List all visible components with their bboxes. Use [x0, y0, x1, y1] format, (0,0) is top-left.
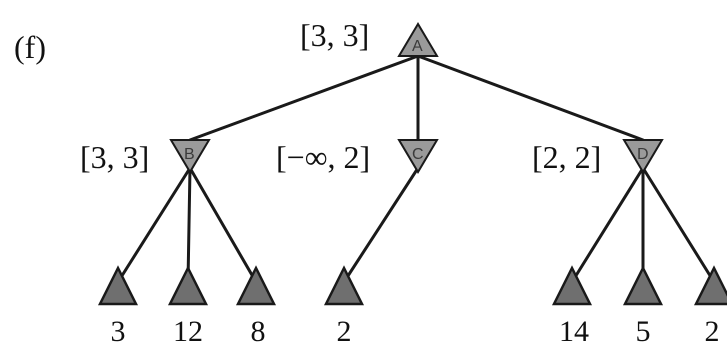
node-b-bound: [3, 3] — [80, 139, 149, 175]
leaf-triangle — [693, 265, 727, 306]
node-c: C — [397, 139, 439, 174]
leaf-value: 8 — [251, 315, 266, 347]
min-node-triangle — [169, 139, 211, 174]
edge-a-b — [188, 54, 420, 142]
edge-d-leaf5 — [570, 166, 645, 284]
edge-b-leaf3 — [188, 166, 258, 284]
node-a-letter: A — [412, 38, 423, 55]
node-b: B — [169, 139, 211, 174]
max-node-triangle — [397, 22, 439, 57]
tree-edges — [116, 54, 716, 284]
node-b-letter: B — [184, 146, 195, 163]
node-c-letter: C — [412, 146, 424, 163]
edge-c-leaf4 — [342, 166, 420, 284]
leaf-nodes — [97, 265, 727, 306]
min-node-triangle — [622, 139, 664, 174]
leaf-triangle — [167, 265, 209, 306]
edge-b-leaf2 — [186, 166, 192, 284]
node-d-bound: [2, 2] — [532, 139, 601, 175]
node-a: A — [397, 22, 439, 57]
leaf-triangle — [622, 265, 664, 306]
node-d-letter: D — [637, 146, 649, 163]
leaf-triangle — [323, 265, 365, 306]
min-node-triangle — [397, 139, 439, 174]
leaf-value: 3 — [111, 315, 126, 347]
leaf-values: 3 12 8 2 14 5 2 — [111, 315, 720, 347]
panel-label: (f) — [14, 29, 46, 65]
leaf-value: 14 — [559, 315, 589, 347]
leaf-triangle — [97, 265, 139, 306]
leaf-value: 12 — [173, 315, 203, 347]
edge-b-leaf1 — [116, 166, 192, 284]
leaf-value: 5 — [636, 315, 651, 347]
leaf-value: 2 — [705, 315, 720, 347]
node-a-bound: [3, 3] — [300, 17, 369, 53]
edge-d-leaf7 — [641, 166, 716, 284]
leaf-triangle — [235, 265, 277, 306]
leaf-triangle — [551, 265, 593, 306]
node-c-bound: [−∞, 2] — [276, 139, 370, 175]
edge-a-d — [416, 54, 645, 142]
leaf-value: 2 — [337, 315, 352, 347]
node-d: D — [622, 139, 664, 174]
